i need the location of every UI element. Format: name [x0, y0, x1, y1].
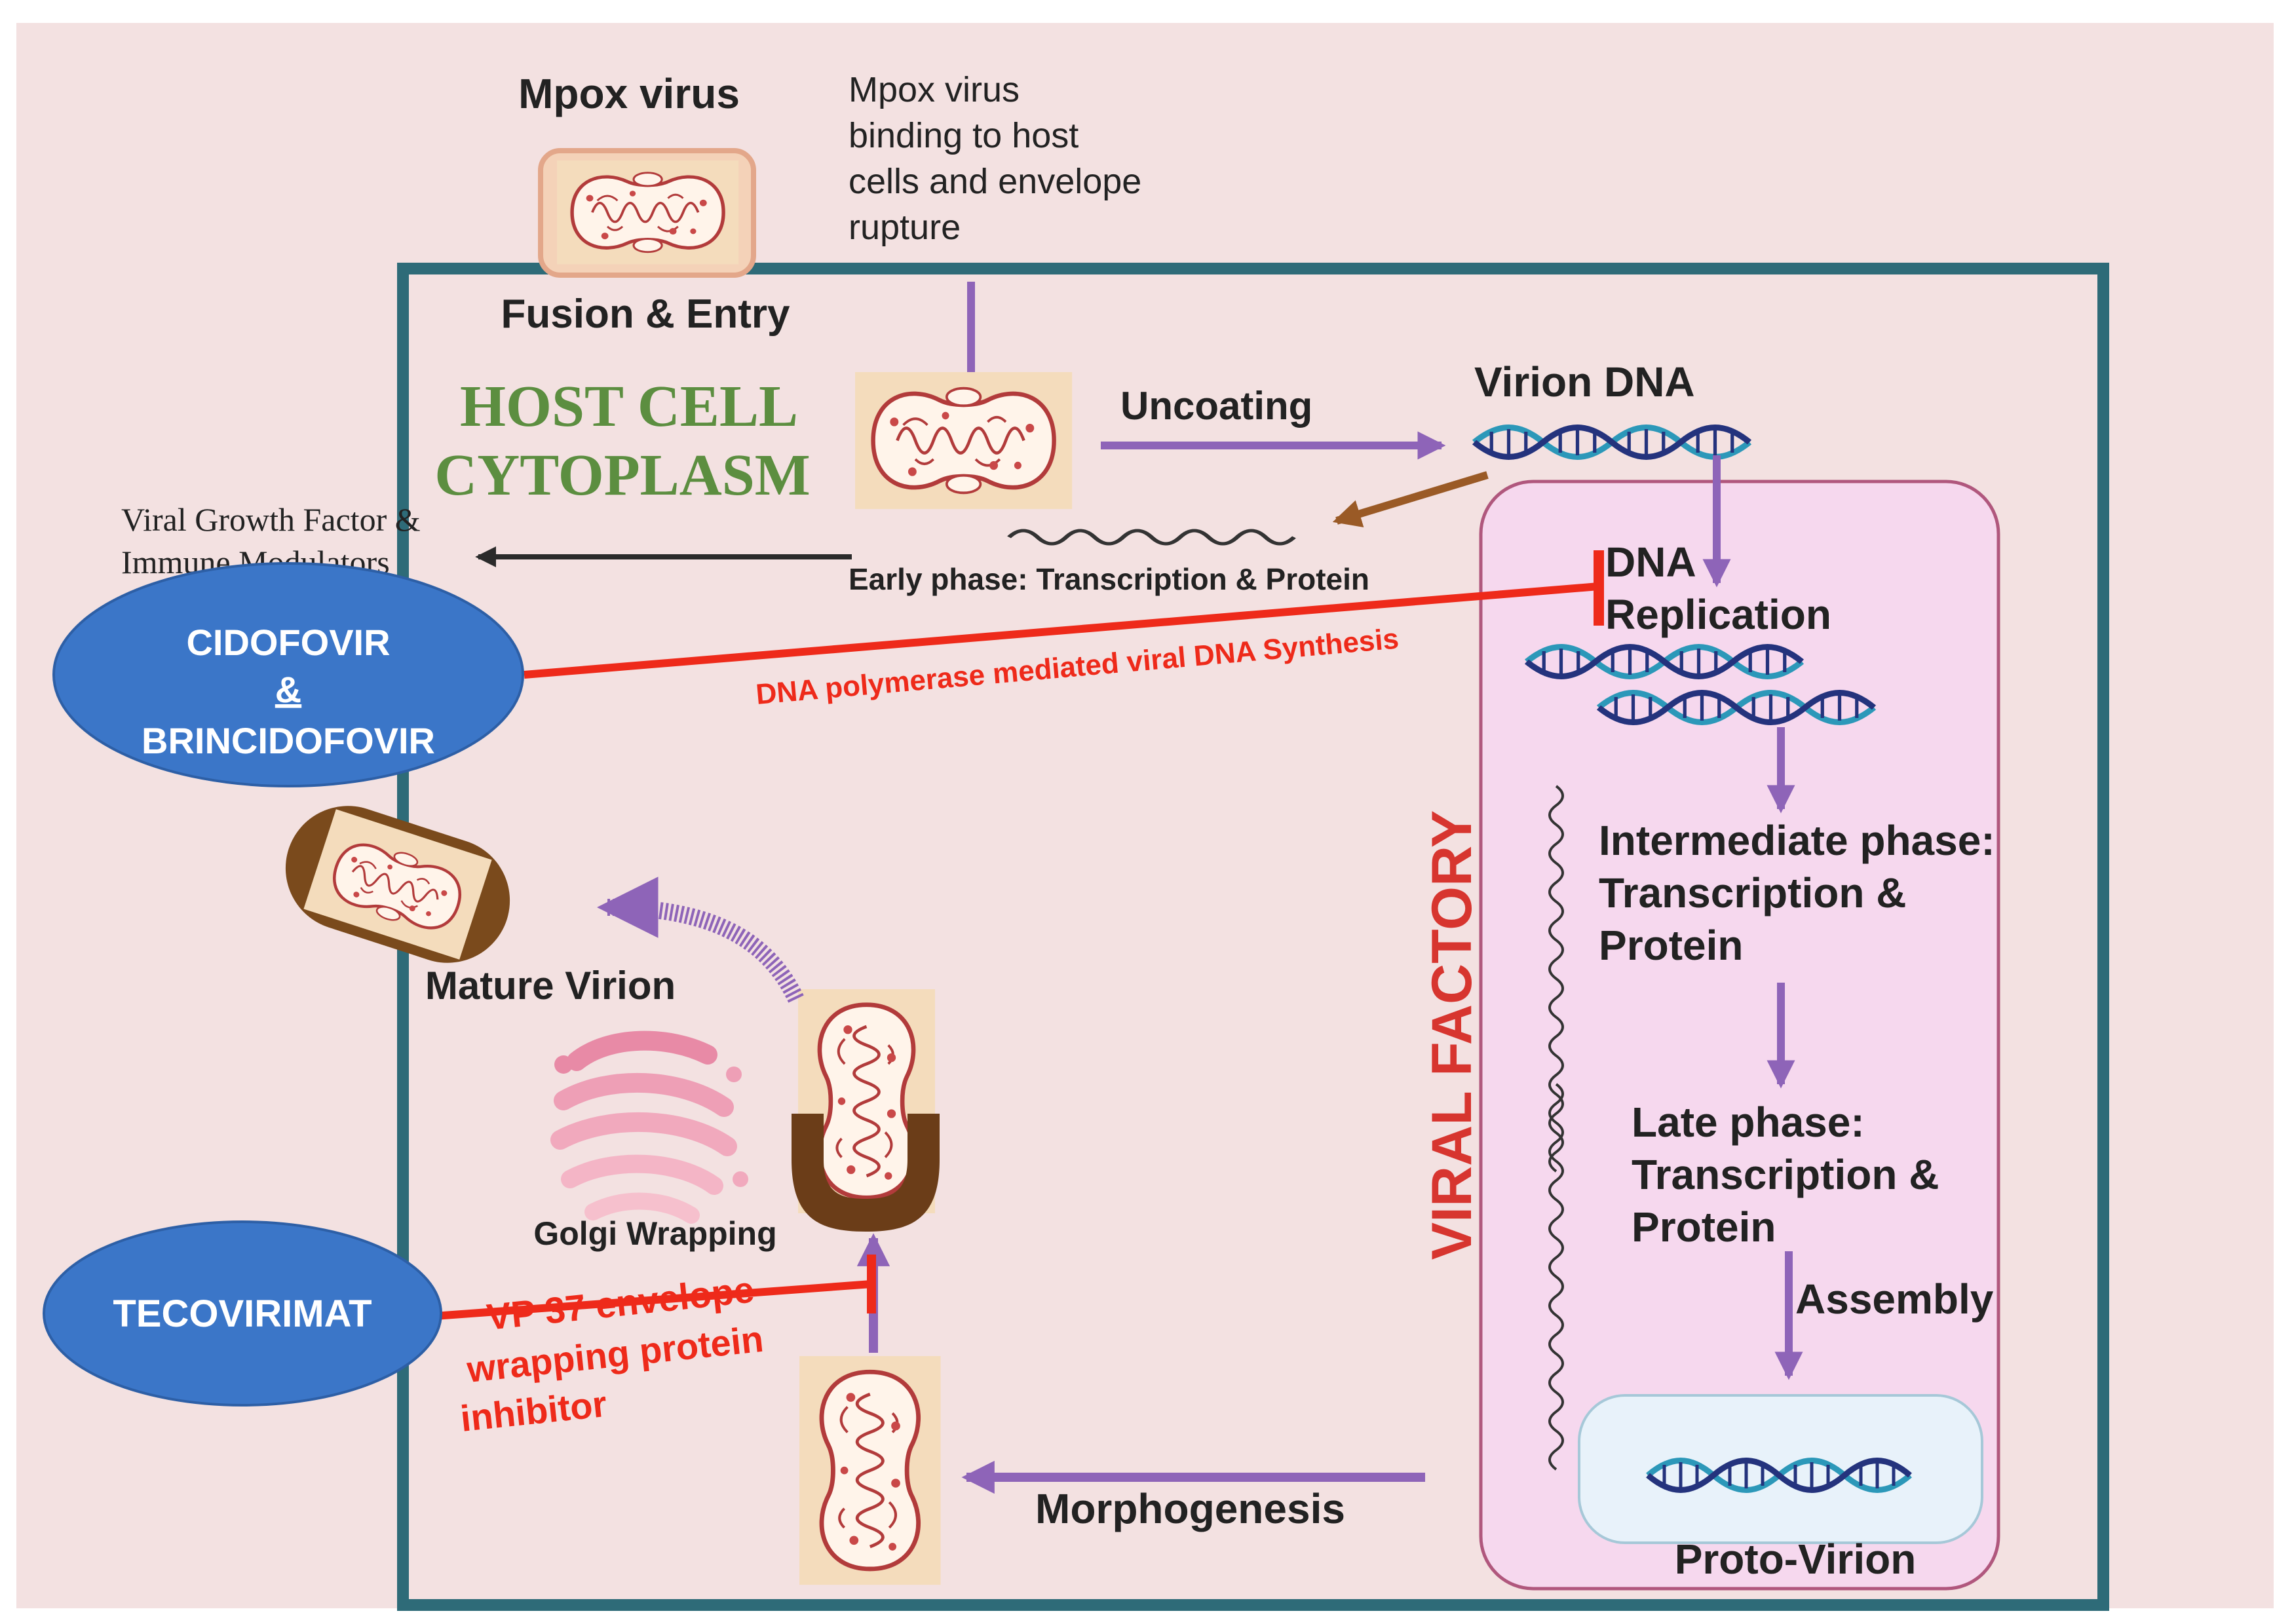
late-phase-line-2: Transcription & — [1632, 1151, 1939, 1198]
binding-text: Mpox virus binding to host cells and env… — [849, 70, 1141, 247]
mpox-virion-icon — [538, 148, 756, 278]
viral-factory-region — [1479, 480, 2000, 1591]
brincidofovir-label: BRINCIDOFOVIR — [142, 720, 435, 761]
golgi-wrapping-label: Golgi Wrapping — [533, 1215, 776, 1252]
host-cell-title: HOST CELL — [460, 374, 798, 439]
mpox-virus-title: Mpox virus — [518, 70, 740, 117]
wrapped-virion-icon — [792, 989, 940, 1232]
svg-text:binding to host: binding to host — [849, 116, 1079, 155]
intermediate-phase-line-1: Intermediate phase: — [1599, 817, 1995, 864]
proto-virion-label: Proto-Virion — [1675, 1536, 1917, 1583]
assembly-label: Assembly — [1795, 1275, 1994, 1323]
tecovirimat-inhibition-line — [425, 1280, 872, 1321]
fusion-entry-label: Fusion & Entry — [501, 292, 790, 337]
early-phase-label: Early phase: Transcription & Protein — [849, 562, 1369, 596]
early-phase-arrow — [1332, 471, 1489, 527]
virion-dna-label: Virion DNA — [1474, 358, 1695, 406]
svg-text:rupture: rupture — [849, 208, 961, 247]
intermediate-phase-line-3: Protein — [1599, 922, 1743, 969]
tecovirimat-label: TECOVIRIMAT — [113, 1293, 372, 1335]
mature-virion-icon — [285, 806, 510, 963]
cytoplasm-title: CYTOPLASM — [434, 443, 810, 508]
cidofovir-inhibition-line — [524, 582, 1599, 679]
viral-factory-label: VIRAL FACTORY — [1421, 810, 1483, 1260]
tecovirimat-drug-badge — [43, 1220, 442, 1407]
morphogenesis-label: Morphogenesis — [1035, 1485, 1345, 1532]
replication-label: Replication — [1605, 591, 1831, 638]
growth-factor-line-1: Viral Growth Factor & — [121, 501, 421, 538]
release-arrow — [596, 877, 804, 1003]
immature-virion-icon — [799, 1356, 941, 1585]
proto-virion-box — [1578, 1394, 1983, 1544]
late-phase-line-3: Protein — [1632, 1203, 1776, 1251]
golgi-apparatus-icon — [550, 1030, 748, 1224]
cidofovir-and-label: & — [275, 669, 301, 710]
mature-virion-label: Mature Virion — [425, 964, 676, 1008]
svg-text:cells and envelope: cells and envelope — [849, 162, 1141, 201]
dna-label: DNA — [1605, 538, 1696, 586]
cidofovir-drug-badge — [52, 562, 524, 787]
late-phase-line-1: Late phase: — [1632, 1099, 1865, 1146]
intermediate-phase-line-2: Transcription & — [1599, 869, 1906, 916]
svg-text:Mpox virus: Mpox virus — [849, 70, 1020, 109]
entering-virion-icon — [855, 372, 1072, 509]
uncoating-label: Uncoating — [1120, 384, 1312, 428]
cidofovir-label: CIDOFOVIR — [186, 622, 390, 663]
